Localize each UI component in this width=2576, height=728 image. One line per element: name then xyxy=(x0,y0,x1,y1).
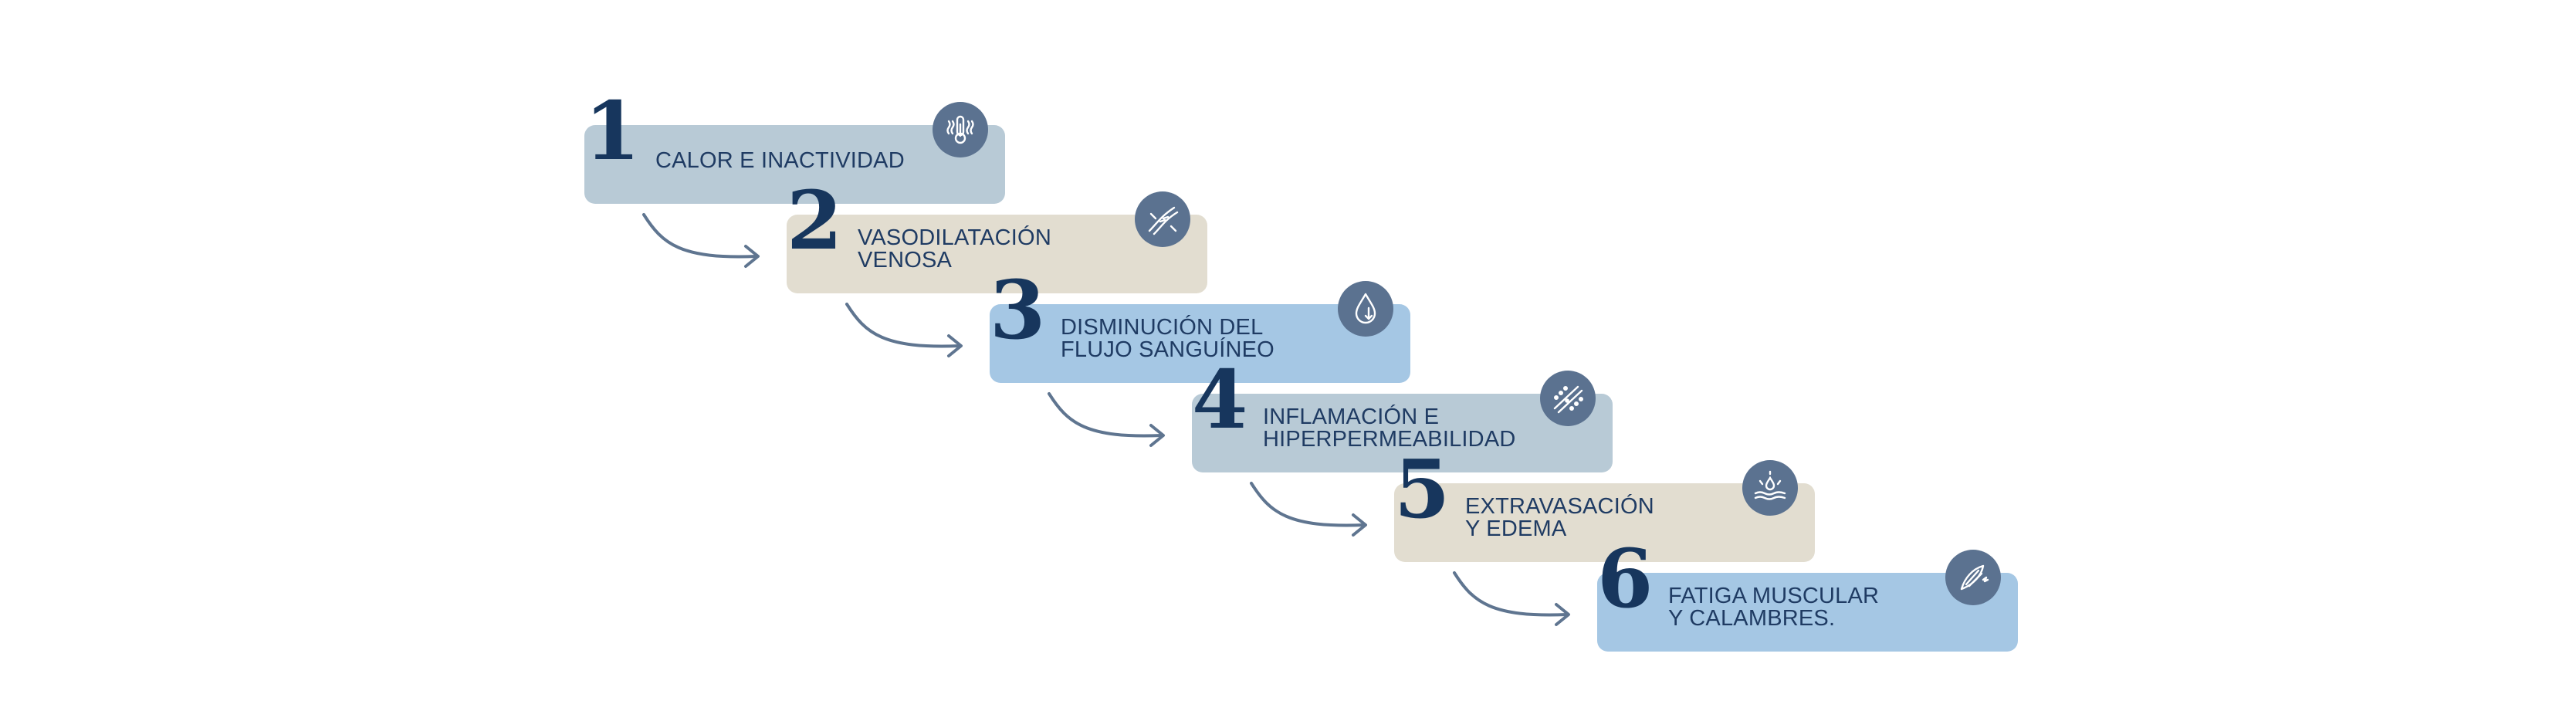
step-1-label-line-1: CALOR E INACTIVIDAD xyxy=(655,148,905,173)
step-2-label: VASODILATACIÓN VENOSA xyxy=(858,227,1120,272)
step-2-label-line-1: VASODILATACIÓN xyxy=(858,225,1051,250)
arrow-1-to-2 xyxy=(642,213,760,268)
step-4-number: 4 xyxy=(1192,352,1248,447)
step-3-label-line-1: DISMINUCIÓN DEL xyxy=(1061,315,1264,340)
dilated-vein-icon xyxy=(1135,191,1190,247)
step-5: 5 EXTRAVASACIÓN Y EDEMA xyxy=(1394,449,1815,562)
step-5-label-line-2: Y EDEMA xyxy=(1465,516,1567,541)
fluid-leak-icon xyxy=(1742,460,1798,516)
arrow-2-to-3 xyxy=(845,303,963,357)
step-6-label-line-1: FATIGA MUSCULAR xyxy=(1668,584,1880,608)
arrow-3-to-4 xyxy=(1048,392,1165,447)
step-6-label-line-2: Y CALAMBRES. xyxy=(1668,606,1836,631)
thermometer-heat-icon xyxy=(933,102,988,157)
step-4-label: INFLAMACIÓN E HIPERPERMEABILIDAD xyxy=(1263,406,1525,451)
step-4: 4 INFLAMACIÓN E HIPERPERMEABILIDAD xyxy=(1192,360,1613,472)
step-5-label: EXTRAVASACIÓN Y EDEMA xyxy=(1465,496,1728,540)
step-3: 3 DISMINUCIÓN DEL FLUJO SANGUÍNEO xyxy=(990,270,1410,383)
step-6-number: 6 xyxy=(1597,531,1654,626)
step-2-number: 2 xyxy=(787,173,843,268)
step-3-label-line-2: FLUJO SANGUÍNEO xyxy=(1061,337,1274,362)
step-3-label: DISMINUCIÓN DEL FLUJO SANGUÍNEO xyxy=(1061,317,1323,361)
arrow-4-to-5 xyxy=(1250,482,1367,537)
inflamed-vessel-icon xyxy=(1540,371,1596,426)
step-5-number: 5 xyxy=(1394,442,1450,537)
step-6-label: FATIGA MUSCULAR Y CALAMBRES. xyxy=(1668,585,1931,630)
arrow-5-to-6 xyxy=(1453,571,1570,626)
step-1: 1 CALOR E INACTIVIDAD xyxy=(584,91,1005,204)
step-6: 6 FATIGA MUSCULAR Y CALAMBRES. xyxy=(1597,539,2018,652)
step-2: 2 VASODILATACIÓN VENOSA xyxy=(787,181,1207,293)
step-1-label: CALOR E INACTIVIDAD xyxy=(655,150,918,172)
step-3-number: 3 xyxy=(990,262,1046,357)
step-4-label-line-2: HIPERPERMEABILIDAD xyxy=(1263,427,1516,452)
step-4-label-line-1: INFLAMACIÓN E xyxy=(1263,405,1440,429)
step-1-number: 1 xyxy=(584,83,641,178)
step-2-label-line-2: VENOSA xyxy=(858,248,953,273)
blood-drop-down-icon xyxy=(1338,281,1393,337)
step-5-label-line-1: EXTRAVASACIÓN xyxy=(1465,494,1654,519)
muscle-cramp-icon xyxy=(1945,550,2001,605)
